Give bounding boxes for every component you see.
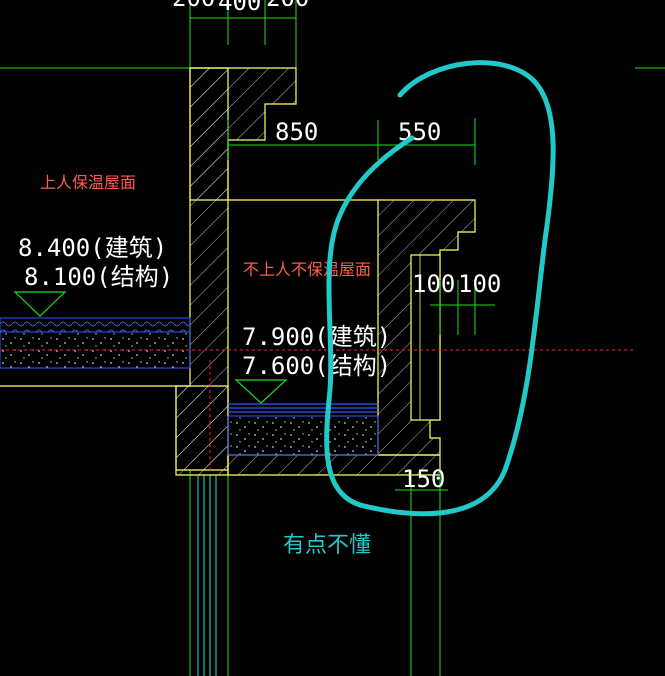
dim-100-a: 100 [412,270,455,298]
elevation-right-struct: 7.600(结构) [242,352,391,380]
dim-top-right: 200 [266,0,309,12]
dim-850: 850 [275,118,318,146]
elevation-marker-left [13,291,67,317]
right-roof-layers [227,403,379,456]
parapet-insert [410,254,441,421]
highlight-loop [324,60,556,517]
elevation-left-arch: 8.400(建筑) [18,234,167,262]
dimension-lines [190,0,495,500]
concrete-wall-section [189,67,378,201]
elevation-marker-right [234,379,288,404]
dim-top-cut: 200 [172,0,215,12]
dim-150: 150 [402,465,445,493]
zone-label-right: 不上人不保温屋面 [243,260,371,279]
column-lines [189,0,441,676]
elevation-left-struct: 8.100(结构) [24,263,173,291]
dim-top-mid: 400 [218,0,261,16]
pipe-lines [197,475,217,676]
zone-label-left: 上人保温屋面 [40,173,136,192]
left-roof-layers [0,317,191,387]
concrete-lower-slab [175,385,229,476]
annotation-note: 有点不懂 [283,533,371,558]
dim-100-b: 100 [458,270,501,298]
elevation-right-arch: 7.900(建筑) [242,323,391,351]
